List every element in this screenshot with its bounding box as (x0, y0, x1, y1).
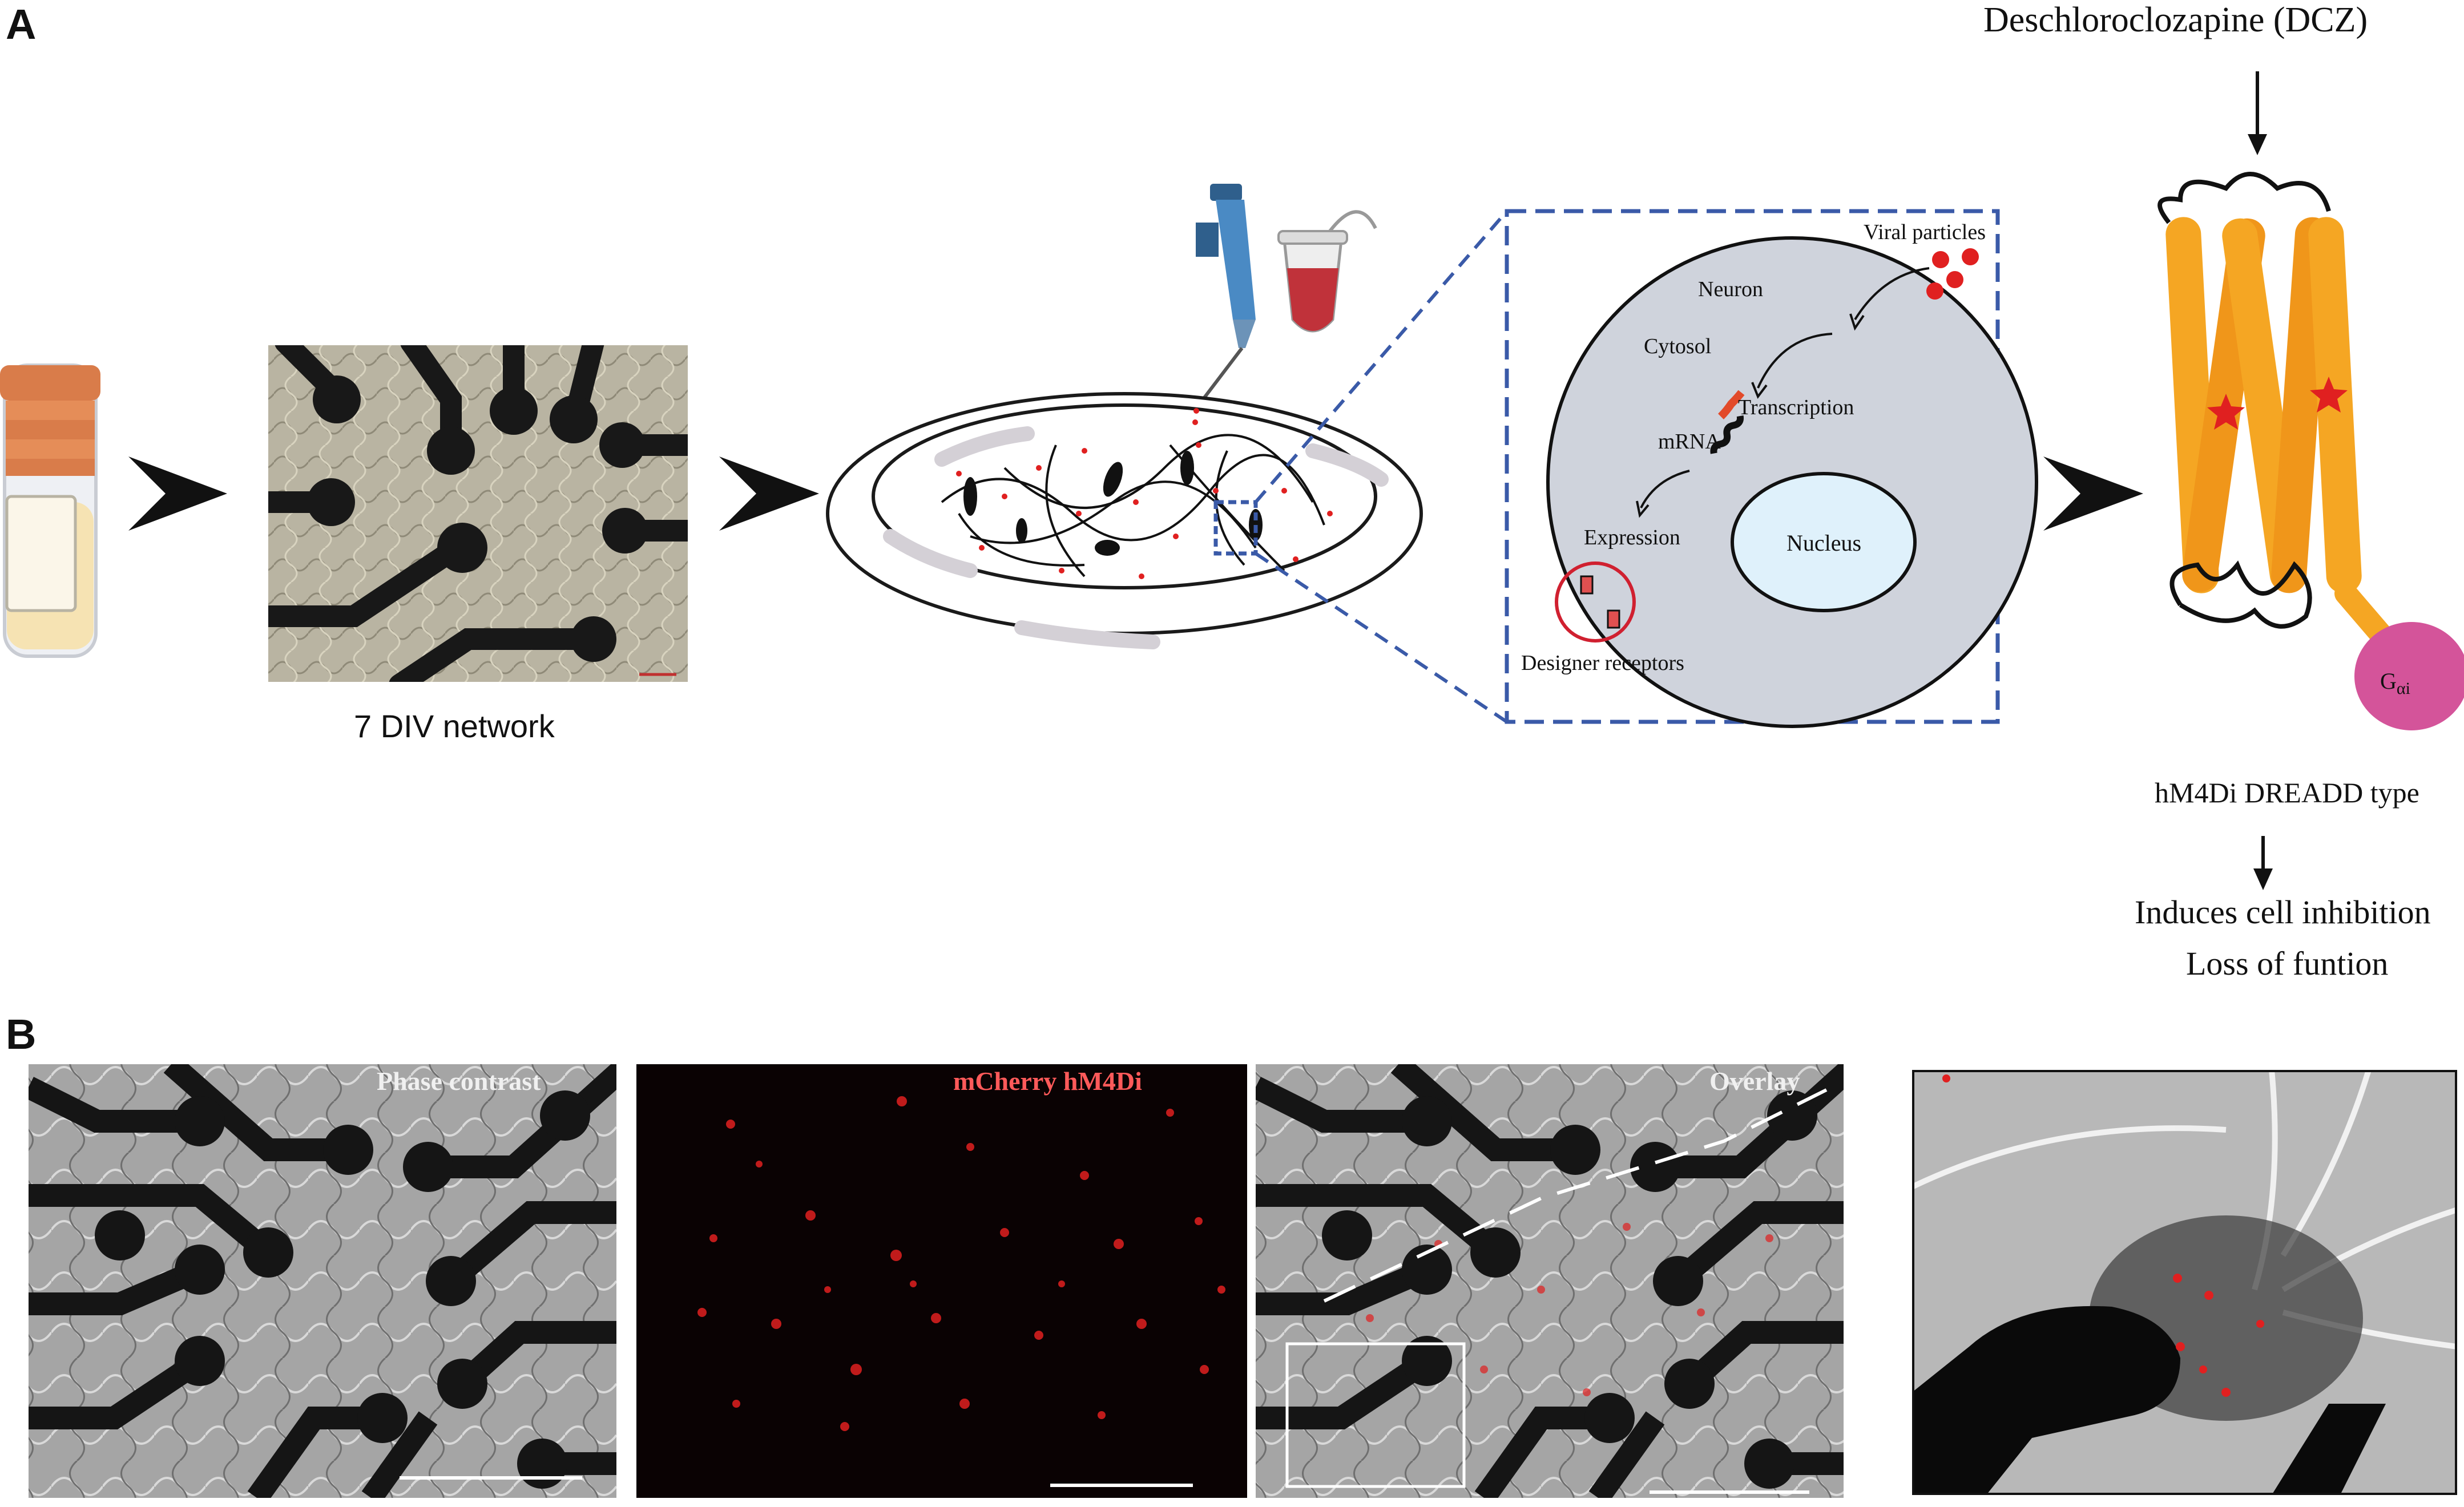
mcherry-image (636, 1064, 1247, 1498)
culture-vial-icon (0, 363, 100, 658)
zoom-guides (1254, 210, 1509, 724)
receptor-type-label: hM4Di DREADD type (2155, 777, 2419, 809)
network-micrograph (268, 345, 688, 682)
cytosol-label: Cytosol (1644, 334, 1712, 358)
receptor-highlight (1555, 561, 1636, 643)
panel-b-letter: B (6, 1011, 37, 1058)
transcription-label: Transcription (1738, 395, 1854, 419)
entry-arrow (1854, 267, 1930, 321)
overlay-image (1256, 1064, 1844, 1498)
sample-tube-icon (1277, 210, 1377, 333)
network-caption: 7 DIV network (354, 708, 555, 744)
viral-particles-label: Viral particles (1864, 220, 1986, 244)
effect-line-1: Induces cell inhibition (2135, 894, 2431, 931)
overlay-label: Overlay (1709, 1066, 1800, 1096)
panel-a-letter: A (6, 1, 37, 48)
viral-particles-icon (1926, 248, 1979, 300)
dreadd-receptor-icon (2157, 172, 2464, 730)
g-protein-sub: αi (2396, 679, 2410, 698)
drug-label: Deschloroclozapine (DCZ) (1983, 1, 2368, 39)
arrowhead-3 (2043, 456, 2143, 531)
arrowhead-2 (719, 456, 819, 531)
expression-label: Expression (1584, 526, 1680, 550)
g-protein-main: G (2380, 668, 2397, 694)
expression-arrow (1640, 470, 1690, 508)
nucleus-shape (1731, 472, 1917, 612)
zoom-image (1912, 1070, 2457, 1495)
transcription-arrow (1757, 333, 1833, 389)
designer-receptors-label: Designer receptors (1521, 651, 1684, 675)
g-protein-label: Gαi (2380, 668, 2410, 698)
arrowhead-1 (128, 456, 227, 531)
phase-contrast-image (29, 1064, 616, 1498)
neuron-label: Neuron (1698, 277, 1763, 301)
mrna-label: mRNA (1658, 430, 1721, 454)
phase-contrast-label: Phase contrast (377, 1066, 541, 1096)
mrna-squiggle (1710, 415, 1744, 454)
effect-line-2: Loss of funtion (2186, 945, 2389, 982)
panel-a-graphics (0, 71, 2464, 890)
panel-b-graphics (29, 1064, 2457, 1498)
mcherry-label: mCherry hM4Di (953, 1066, 1142, 1096)
pipette-icon (1196, 184, 1256, 434)
g-protein-icon (2354, 622, 2464, 730)
petri-dish (826, 392, 1423, 649)
nucleus-label: Nucleus (1786, 530, 1862, 556)
